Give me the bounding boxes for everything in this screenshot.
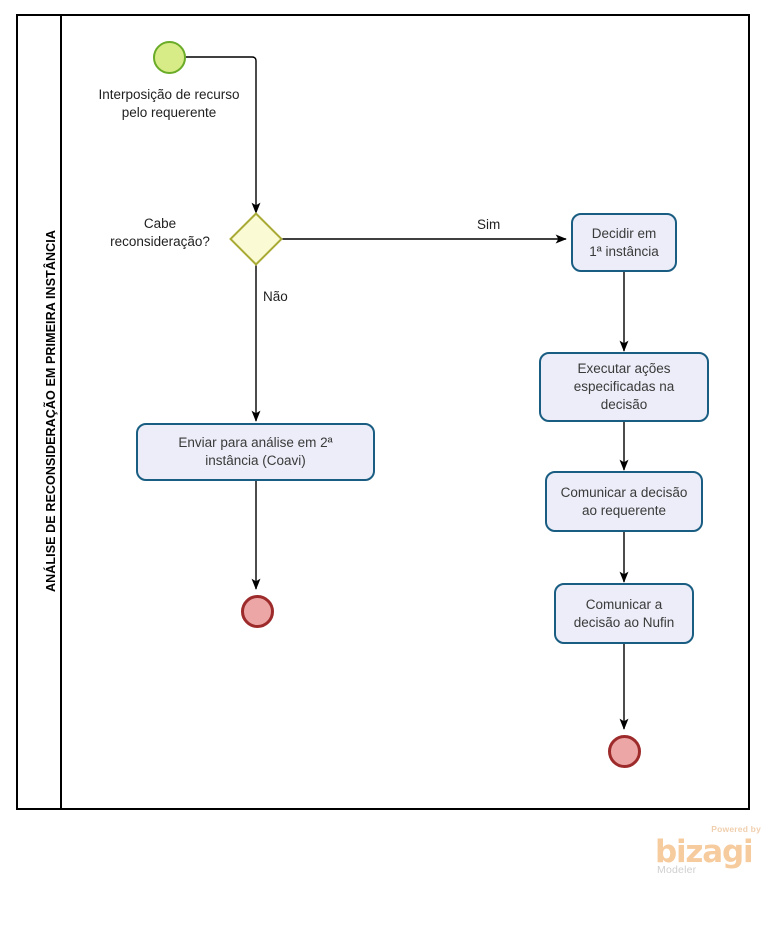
gateway-label: Cabe reconsideração? — [110, 216, 210, 249]
start-event[interactable] — [153, 41, 186, 74]
brand-name-label: bizagi — [655, 834, 754, 870]
start-event-label: Interposição de recurso pelo requerente — [98, 87, 240, 120]
lane-title: ANÁLISE DE RECONSIDERAÇÃO EM PRIMEIRA IN… — [44, 230, 58, 592]
task-decidir-em-1a-instancia[interactable]: Decidir em 1ª instância — [571, 213, 677, 272]
lane-header: ANÁLISE DE RECONSIDERAÇÃO EM PRIMEIRA IN… — [16, 14, 62, 810]
flow-label-sim: Sim — [477, 217, 501, 232]
end-event-right[interactable] — [608, 735, 641, 768]
task-enviar-analise-2a-instancia[interactable]: Enviar para análise em 2ª instância (Coa… — [136, 423, 375, 481]
task-executar-acoes[interactable]: Executar ações especificadas na decisão — [539, 352, 709, 422]
end-event-left[interactable] — [241, 595, 274, 628]
brand-powered-by-label: Powered by — [711, 824, 761, 834]
brand-product-label: Modeler — [657, 864, 697, 876]
bizagi-brand: Powered by bizagi Modeler — [655, 824, 763, 876]
task-comunicar-decisao-nufin[interactable]: Comunicar a decisão ao Nufin — [554, 583, 694, 644]
flow-label-nao: Não — [263, 289, 288, 304]
task-comunicar-decisao-requerente[interactable]: Comunicar a decisão ao requerente — [545, 471, 703, 532]
